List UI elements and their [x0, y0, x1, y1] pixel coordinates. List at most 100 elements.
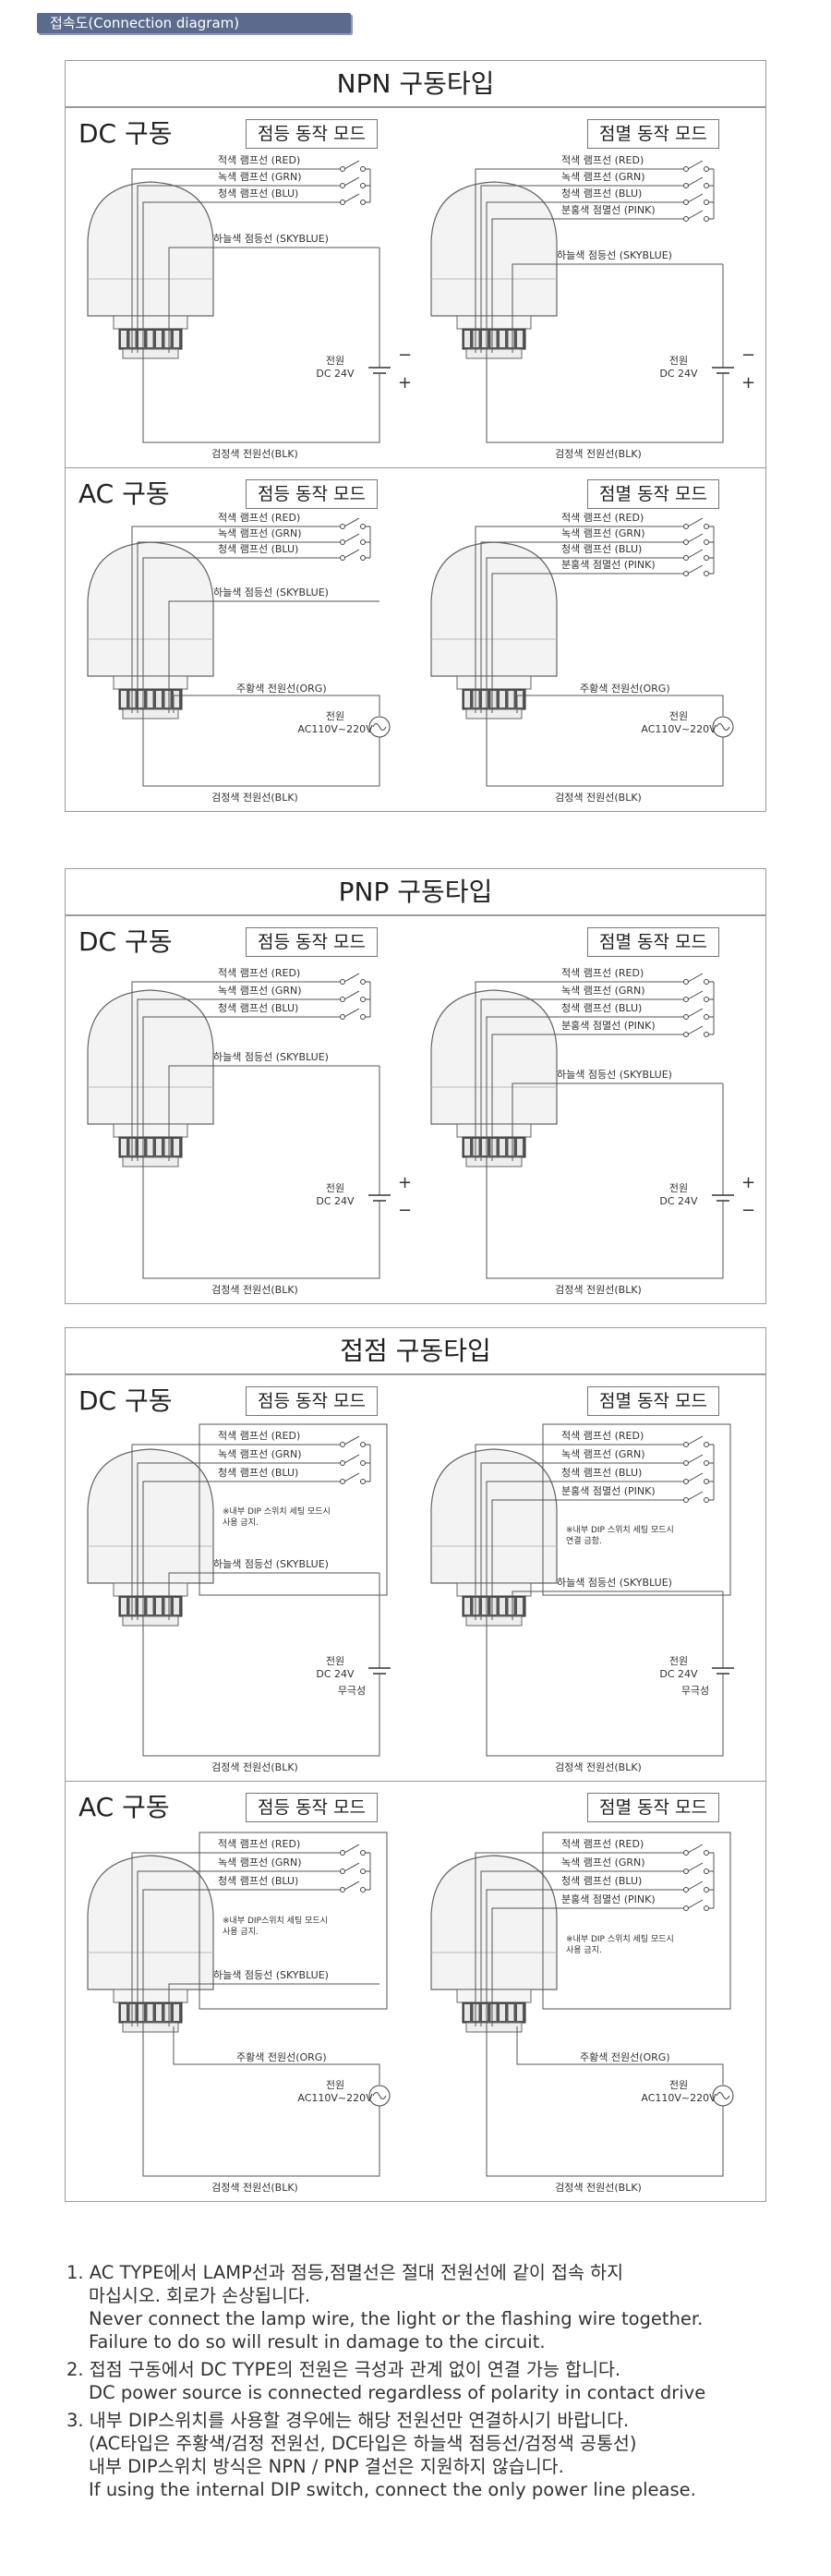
- lamp-neck: [465, 2022, 523, 2033]
- mode-flash: 점멸 동작 모드: [587, 119, 719, 149]
- wire-line: [480, 998, 686, 1161]
- lamp-base: [113, 315, 188, 330]
- switch-lever: [687, 973, 704, 983]
- wire-label: 적색 램프선 (RED): [561, 154, 644, 166]
- mode-light: 점등 동작 모드: [246, 927, 378, 957]
- switch-contact: [704, 1869, 709, 1874]
- nonpolar-label: 무극성: [338, 1685, 366, 1697]
- skyblue-label: 하늘색 점등선 (SKYBLUE): [213, 586, 329, 599]
- switch-contact: [704, 571, 709, 576]
- wire-line: [142, 201, 343, 353]
- wire-label: 청색 램프선 (BLU): [218, 1875, 298, 1887]
- power-value: AC110V~220V: [641, 2092, 717, 2104]
- switch-lever: [343, 1435, 360, 1445]
- power-value: AC110V~220V: [297, 723, 373, 735]
- wire-label: 청색 램프선 (BLU): [561, 1875, 642, 1887]
- switch-lever: [687, 1008, 704, 1018]
- left-circuit: 적색 램프선 (RED)녹색 램프선 (GRN)청색 램프선 (BLU)하늘색 …: [87, 967, 412, 1296]
- section-label: DC 구동: [78, 1385, 173, 1416]
- ground-label: 검정색 전원선(BLK): [555, 2182, 642, 2194]
- org-label: 주황색 전원선(ORG): [580, 683, 670, 695]
- switch-lever: [687, 160, 704, 170]
- note-line: 내부 DIP스위치 방식은 NPN / PNP 결선은 지원하지 않습니다.: [89, 2456, 564, 2477]
- power-label: 전원: [669, 2079, 688, 2091]
- wire-line: [475, 526, 686, 713]
- wire-label: 녹색 램프선 (GRN): [218, 985, 302, 997]
- connector-pin: [138, 1598, 144, 1615]
- switch-lever: [343, 990, 360, 1000]
- switch-contact: [704, 539, 709, 545]
- lamp-base: [113, 675, 188, 690]
- switch-contact: [340, 166, 345, 172]
- connector-pin: [138, 691, 144, 707]
- wire-label: 분홍색 점멸선 (PINK): [561, 1893, 656, 1905]
- ground-label: 검정색 전원선(BLK): [211, 1284, 298, 1296]
- connector-pin: [464, 1598, 470, 1615]
- switch-lever: [687, 210, 704, 220]
- switch-contact: [683, 539, 689, 545]
- switch-contact: [704, 979, 709, 985]
- connector-pin: [517, 331, 523, 347]
- wire-label: 청색 램프선 (BLU): [218, 1002, 298, 1014]
- skyblue-wire: [168, 1065, 379, 1161]
- connector-pin: [517, 1139, 523, 1155]
- connector-pin: [138, 331, 144, 347]
- switch-lever: [343, 160, 360, 170]
- switch-contact: [360, 183, 366, 188]
- switch-contact: [340, 200, 345, 205]
- lamp-dome: [430, 541, 558, 677]
- ground-label: 검정색 전원선(BLK): [555, 1761, 642, 1773]
- lamp-neck: [465, 348, 523, 359]
- switch-contact: [683, 1869, 689, 1874]
- black-wire: [142, 713, 380, 787]
- skyblue-wire: [512, 1590, 723, 1620]
- black-wire: [142, 1161, 380, 1279]
- connector-pin: [490, 691, 497, 707]
- connector-pin: [174, 1139, 179, 1155]
- org-wire: [173, 2026, 380, 2085]
- switch-contact: [340, 997, 345, 1002]
- wire-line: [491, 1034, 686, 1161]
- switch-contact: [360, 997, 366, 1002]
- lamp-neck: [465, 1156, 523, 1167]
- black-wire: [142, 2026, 380, 2177]
- wire-line: [475, 1852, 686, 2026]
- skyblue-wire: [168, 247, 379, 353]
- wire-label: 적색 램프선 (RED): [561, 1838, 644, 1850]
- switch-contact: [704, 1850, 709, 1856]
- panel-title: NPN 구동타입: [66, 61, 765, 107]
- right-circuit: 적색 램프선 (RED)녹색 램프선 (GRN)청색 램프선 (BLU)분홍색 …: [430, 1832, 734, 2194]
- connector-pin: [147, 331, 153, 347]
- note-line: 3. 내부 DIP스위치를 사용할 경우에는 해당 전원선만 연결하시기 바랍니…: [66, 2410, 630, 2431]
- connector-pin: [156, 691, 162, 707]
- wire-label: 적색 램프선 (RED): [561, 967, 644, 979]
- mode-light: 점등 동작 모드: [246, 1386, 378, 1416]
- switch-lever: [687, 1472, 704, 1482]
- black-wire: [486, 713, 724, 787]
- wire-label: 녹색 램프선 (GRN): [218, 171, 302, 183]
- mode-light: 점등 동작 모드: [246, 119, 378, 149]
- lamp-base: [113, 1582, 188, 1597]
- lamp-neck: [122, 1615, 179, 1627]
- right-circuit: 적색 램프선 (RED)녹색 램프선 (GRN)청색 램프선 (BLU)분홍색 …: [430, 967, 755, 1296]
- note-line: (AC타입은 주황색/검정 전원선, DC타입은 하늘색 점등선/검정색 공통선…: [89, 2433, 637, 2454]
- wiring-diagram: 적색 램프선 (RED)녹색 램프선 (GRN)청색 램프선 (BLU)하늘색 …: [87, 512, 734, 804]
- wire-label: 녹색 램프선 (GRN): [218, 1856, 302, 1869]
- wire-line: [491, 573, 686, 713]
- switch-contact: [704, 524, 709, 529]
- switch-contact: [704, 1497, 709, 1503]
- lamp-base: [456, 1989, 532, 2003]
- switch-lever: [343, 1454, 360, 1464]
- power-label: 전원: [326, 2079, 344, 2091]
- contact-box: [199, 1832, 388, 2010]
- mode-flash: 점멸 동작 모드: [587, 927, 719, 957]
- polarity-top: −: [741, 345, 755, 365]
- switch-contact: [360, 1479, 366, 1484]
- note-line: 마십시오. 회로가 손상됩니다.: [89, 2285, 311, 2306]
- connector-pin: [517, 1598, 523, 1615]
- switch-contact: [683, 216, 689, 222]
- connector-pin: [164, 331, 171, 347]
- switch-contact: [704, 1014, 709, 1020]
- note-3: 3. 내부 DIP스위치를 사용할 경우에는 해당 전원선만 연결하시기 바랍니…: [66, 2409, 768, 2501]
- lamp-dome: [87, 541, 214, 677]
